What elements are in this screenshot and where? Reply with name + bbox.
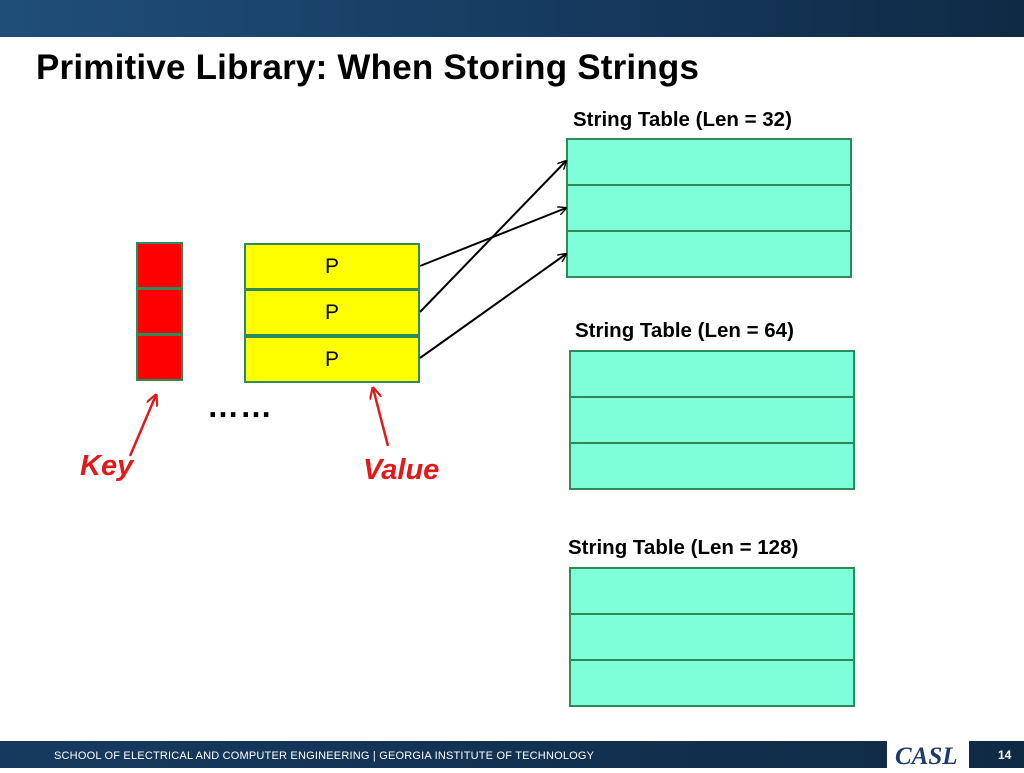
string-table-row bbox=[571, 444, 853, 488]
key-cell bbox=[136, 242, 183, 289]
string-table-row bbox=[568, 140, 850, 186]
string-table-row bbox=[568, 186, 850, 232]
slide-title: Primitive Library: When Storing Strings bbox=[36, 48, 700, 87]
key-label: Key bbox=[80, 450, 134, 482]
casl-logo: CASL bbox=[895, 743, 958, 770]
footer-bar bbox=[0, 741, 1024, 768]
string-table-row bbox=[571, 398, 853, 444]
string-table-64-label: String Table (Len = 64) bbox=[575, 319, 794, 342]
string-table-row bbox=[571, 569, 853, 615]
string-table-32-label: String Table (Len = 32) bbox=[573, 108, 792, 131]
key-label-arrow bbox=[128, 395, 156, 457]
pointer-arrow bbox=[419, 161, 566, 313]
key-cell bbox=[136, 334, 183, 381]
page-number: 14 bbox=[998, 748, 1012, 762]
string-table-64 bbox=[569, 350, 855, 490]
value-cell: P bbox=[244, 289, 420, 336]
value-cell: P bbox=[244, 243, 420, 290]
string-table-row bbox=[571, 661, 853, 705]
value-label: Value bbox=[363, 454, 440, 486]
value-label-arrow bbox=[373, 388, 390, 447]
footer-institution-text: SCHOOL OF ELECTRICAL AND COMPUTER ENGINE… bbox=[54, 750, 595, 762]
string-table-128 bbox=[569, 567, 855, 707]
pointer-arrow bbox=[419, 208, 566, 267]
casl-logo-background bbox=[887, 741, 969, 768]
string-table-32 bbox=[566, 138, 852, 278]
ellipsis: …… bbox=[207, 388, 273, 424]
string-table-128-label: String Table (Len = 128) bbox=[568, 536, 799, 559]
pointer-arrow bbox=[419, 254, 566, 359]
string-table-row bbox=[571, 352, 853, 398]
key-cell bbox=[136, 288, 183, 335]
top-banner bbox=[0, 0, 1024, 37]
string-table-row bbox=[571, 615, 853, 661]
value-cell: P bbox=[244, 336, 420, 383]
string-table-row bbox=[568, 232, 850, 276]
